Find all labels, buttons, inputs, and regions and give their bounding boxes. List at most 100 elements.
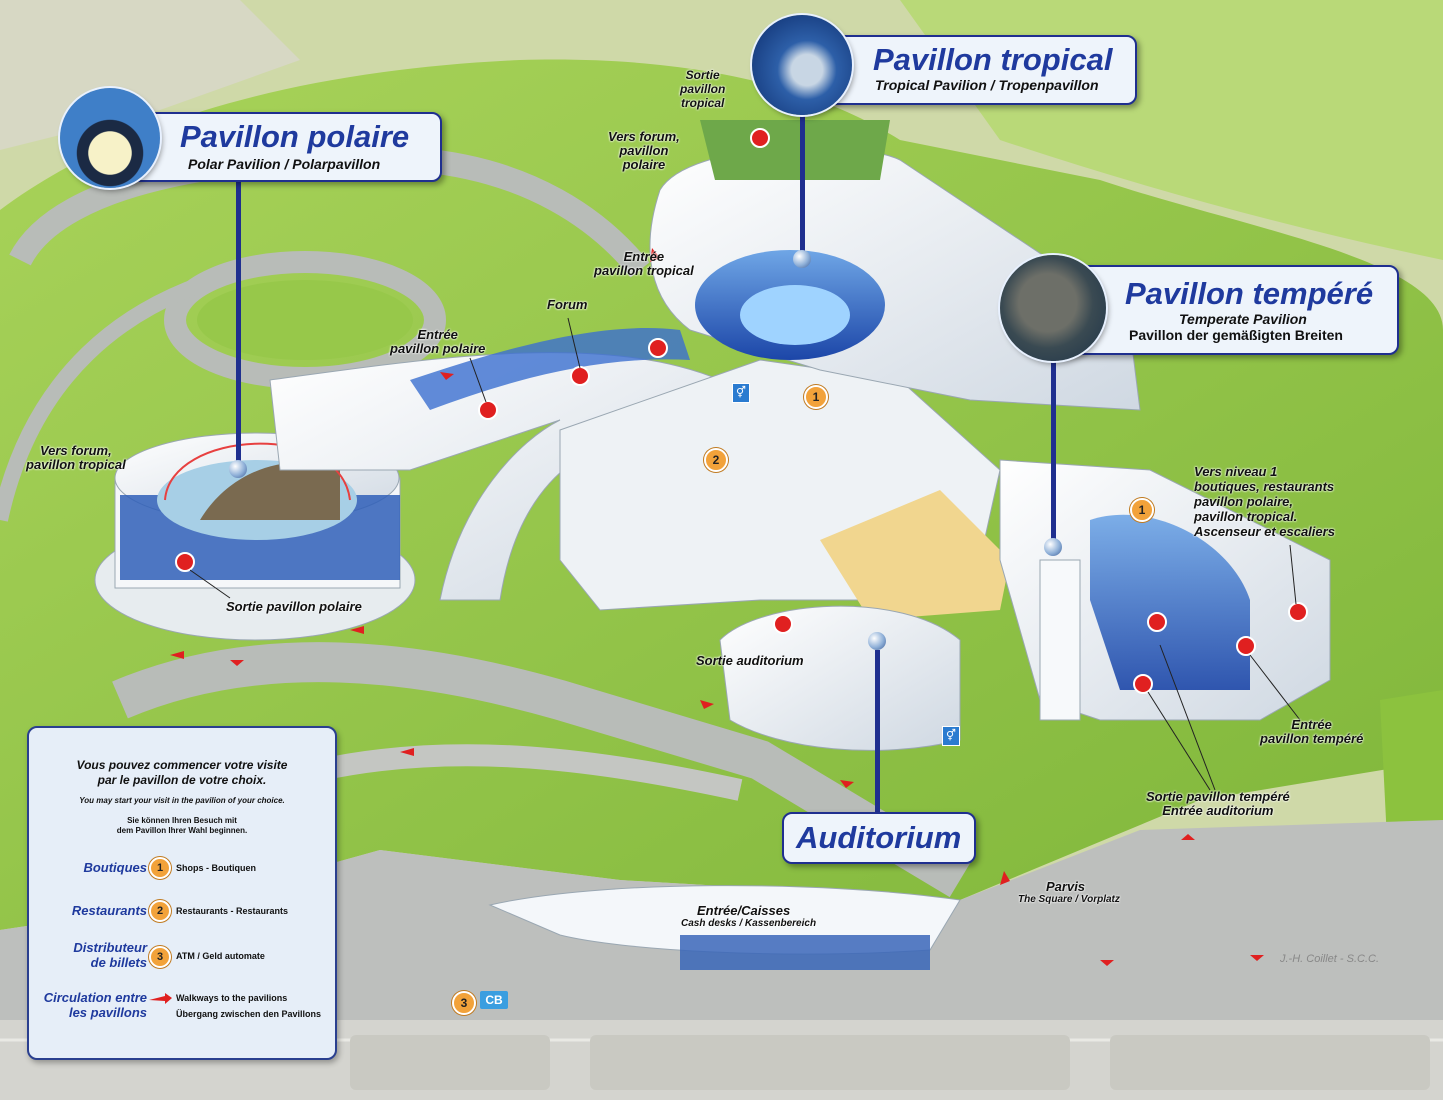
callout-auditorium[interactable]: Auditorium [782,812,976,864]
legend-intro-de: Sie können Ihren Besuch mit dem Pavillon… [116,816,248,835]
tropical-greenhouse [700,120,890,180]
pin-ball-tempere [1044,538,1062,556]
tropical-subtitle: Tropical Pavilion / Tropenpavillon [875,77,1099,93]
gallery-glass [410,328,690,410]
tempere-title: Pavillon tempéré [1125,276,1374,311]
cb-badge: CB [480,991,508,1009]
callout-tempere[interactable]: Pavillon tempéré Temperate Pavilion Pavi… [1055,265,1399,355]
walkway-arrow [1181,834,1195,840]
pin-stem-tempere [1051,350,1056,540]
marker-entree-tropical [648,338,668,358]
leader-forum [567,317,581,369]
shark-photo [752,15,852,115]
walkway-arrow [230,660,244,666]
legend-panel: Vous pouvez commencer votre visite par l… [27,726,337,1060]
marker-sortie-tropical [750,128,770,148]
walkway-arrow [1250,955,1264,961]
polaire-title: Pavillon polaire [180,119,410,154]
marker-entree-tempere [1236,636,1256,656]
leader-lines [189,317,1301,791]
walkway-arrow [1100,960,1114,966]
pin-ball-polaire [229,460,247,478]
pin-ball-tropical [793,250,811,268]
pin-ball-auditorium [868,632,886,650]
road-island-3 [1110,1035,1430,1090]
polar-rocks [200,462,340,520]
marker-vers-niveau [1288,602,1308,622]
callout-tropical[interactable]: Pavillon tropical Tropical Pavilion / Tr… [805,35,1137,105]
legend-intro-fr: Vous pouvez commencer votre visite par l… [76,758,288,787]
seal-photo [1000,255,1106,361]
badge-atm-3: 3 [452,991,476,1015]
leader-sortie-polaire [189,569,231,599]
leader-vers-niveau [1289,544,1297,605]
legend-row-name-restaurants: Restaurants [71,903,147,918]
walkway-arrow [400,748,414,756]
tropical-pool-inner [740,285,850,345]
legend-row-desc-circulation: Walkways to the pavilions Übergang zwisc… [176,993,322,1019]
tempere-subtitle-1: Temperate Pavilion [1179,311,1307,327]
badge-boutiques-1b: 1 [1130,498,1154,522]
label-entree-caisses: Entrée/Caisses [697,903,791,918]
marker-sortie-auditorium [773,614,793,634]
auditorium-building [719,605,961,751]
label-sortie-polaire: Sortie pavillon polaire [226,599,362,614]
marker-temperate-pool [1147,612,1167,632]
entrance-glass [680,935,930,970]
legend-row-badge-boutiques: 1 [149,857,171,879]
signature: J.-H. Coillet - S.C.C. [1279,953,1379,965]
lawn-ring-inner [197,280,413,360]
label-sortie-auditorium: Sortie auditorium [696,653,804,668]
legend-row-name-boutiques: Boutiques [83,860,147,875]
red-markers [175,128,1308,694]
label-parvis-sub: The Square / Vorplatz [1018,894,1120,905]
label-entree-tropical: Entrée pavillon tropical [594,249,694,278]
legend-arrow-icon [149,993,172,1004]
legend-row-name-atm: Distributeur de billets [73,940,147,970]
label-sortie-tropical: Sortie pavillon tropical [680,68,726,110]
walkway-arrow [650,248,660,262]
leader-sortie-tempere [1147,691,1211,791]
label-sortie-tempere: Sortie pavillon tempéré Entrée auditoriu… [1146,789,1290,818]
tempere-subtitle-2: Pavillon der gemäßigten Breiten [1129,327,1343,343]
legend-arrow-path [149,993,172,1004]
polaire-subtitle: Polar Pavilion / Polarpavillon [188,156,381,172]
pin-stem-tropical [800,100,805,260]
legend-row-badge-restaurants: 2 [149,900,171,922]
label-vers-forum-polaire: Vers forum, pavillon polaire [608,129,680,172]
pin-stem-auditorium [875,650,880,815]
leader-entree-polaire [469,357,487,403]
temperate-glass [1090,514,1250,690]
label-entree-polaire: Entrée pavillon polaire [390,327,486,356]
auditorium-title: Auditorium [796,820,962,855]
restroom-icon-2: ⚥ [942,726,960,746]
label-entree-caisses-sub: Cash desks / Kassenbereich [681,918,817,929]
path-curve-left [0,262,252,522]
atrium-floor [820,490,1010,620]
walkway-arrow [840,780,854,788]
legend-row-badge-atm: 3 [149,946,171,968]
legend-row-name-circulation: Circulation entre les pavillons [43,990,147,1020]
marker-forum [570,366,590,386]
leader-entree-tempere [1249,654,1301,721]
callout-polaire[interactable]: Pavillon polaire Polar Pavilion / Polarp… [120,112,442,182]
label-vers-niveau: Vers niveau 1 boutiques, restaurants pav… [1194,464,1335,539]
polar-dome [164,442,351,501]
label-parvis: Parvis [1046,879,1086,894]
walkway-arrow [1000,871,1010,885]
badge-restaurants-2: 2 [704,448,728,472]
marker-sortie-tempere [1133,674,1153,694]
walkway-arrow [170,651,184,659]
penguin-photo [60,88,160,188]
path-lower [112,642,971,898]
path-lower-2 [317,744,743,801]
legend-row-desc-boutiques: Shops - Boutiquen [176,863,256,873]
legend-intro-en: You may start your visit in the pavilion… [79,796,285,805]
legend-row-desc-atm: ATM / Geld automate [176,951,265,961]
pin-stem-polaire [236,180,241,470]
walkway-arrow [350,626,364,634]
badge-boutiques-1: 1 [804,385,828,409]
tropical-title: Pavillon tropical [873,42,1113,77]
walkway-arrow [440,372,454,380]
road-island-1 [350,1035,550,1090]
